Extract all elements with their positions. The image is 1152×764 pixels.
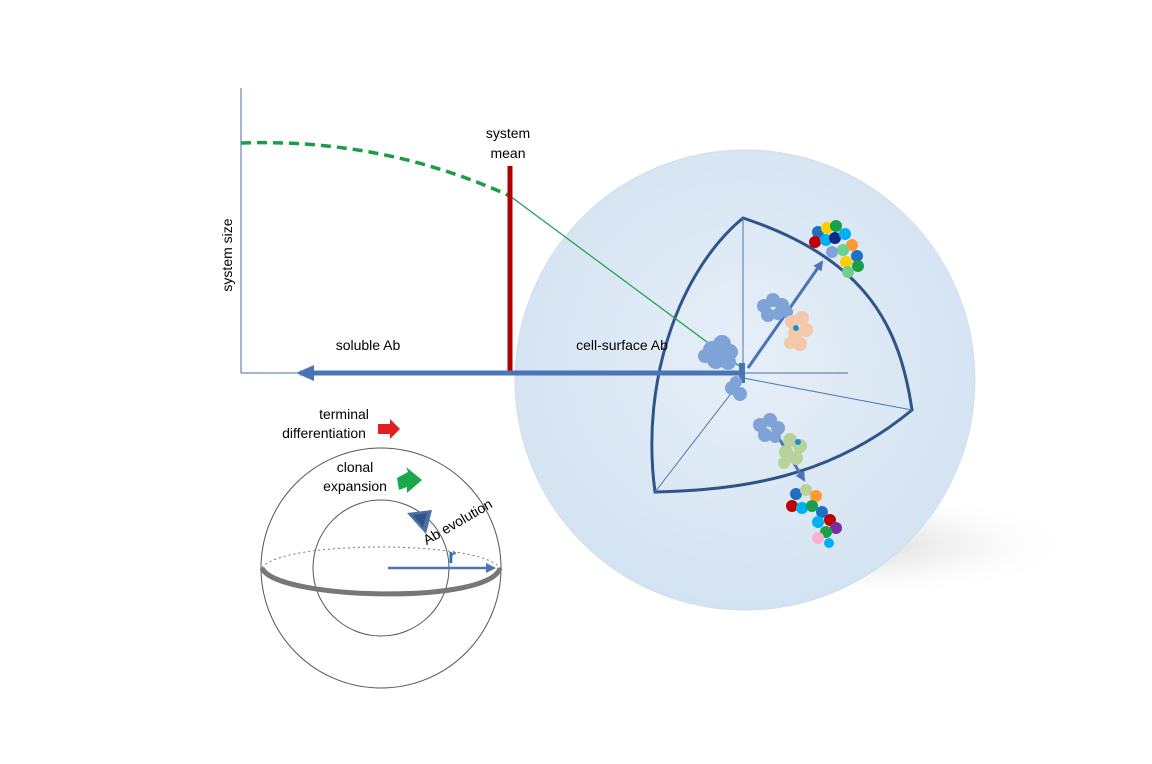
label-system-mean-line1: system [486, 125, 530, 141]
equator-back [261, 546, 501, 569]
cell-cluster-upper-inner [757, 293, 813, 351]
label-cell-surface-ab: cell-surface Ab [576, 337, 668, 353]
origin-marker [739, 363, 745, 383]
cell-cluster-origin [698, 335, 747, 401]
radial-line-left [654, 377, 744, 493]
label-terminal-line1: terminal [319, 406, 369, 422]
green-arrow-icon [397, 467, 422, 493]
radial-line-right [742, 377, 913, 411]
soluble-ab-arrowhead [296, 365, 314, 381]
cell-cluster-lower-inner [753, 413, 807, 469]
blue-arrow-icon [407, 510, 432, 534]
label-r: r [448, 546, 456, 568]
projection-line [509, 195, 743, 369]
label-terminal-line2: differentiation [282, 425, 366, 441]
cell-cluster-lower-outer [786, 484, 842, 548]
system-size-curve [240, 140, 511, 198]
red-arrow-icon [378, 419, 400, 439]
label-soluble-ab: soluble Ab [336, 337, 401, 353]
outer-small-sphere [260, 447, 502, 689]
label-system-size: system size [219, 218, 235, 291]
label-system-mean-line2: mean [490, 145, 525, 161]
sphere-curved-triangle [650, 216, 914, 494]
label-clonal-line2: expansion [323, 478, 387, 494]
cell-cluster-upper-outer [809, 220, 864, 278]
equator-front [259, 566, 503, 597]
label-clonal-line1: clonal [337, 459, 374, 475]
